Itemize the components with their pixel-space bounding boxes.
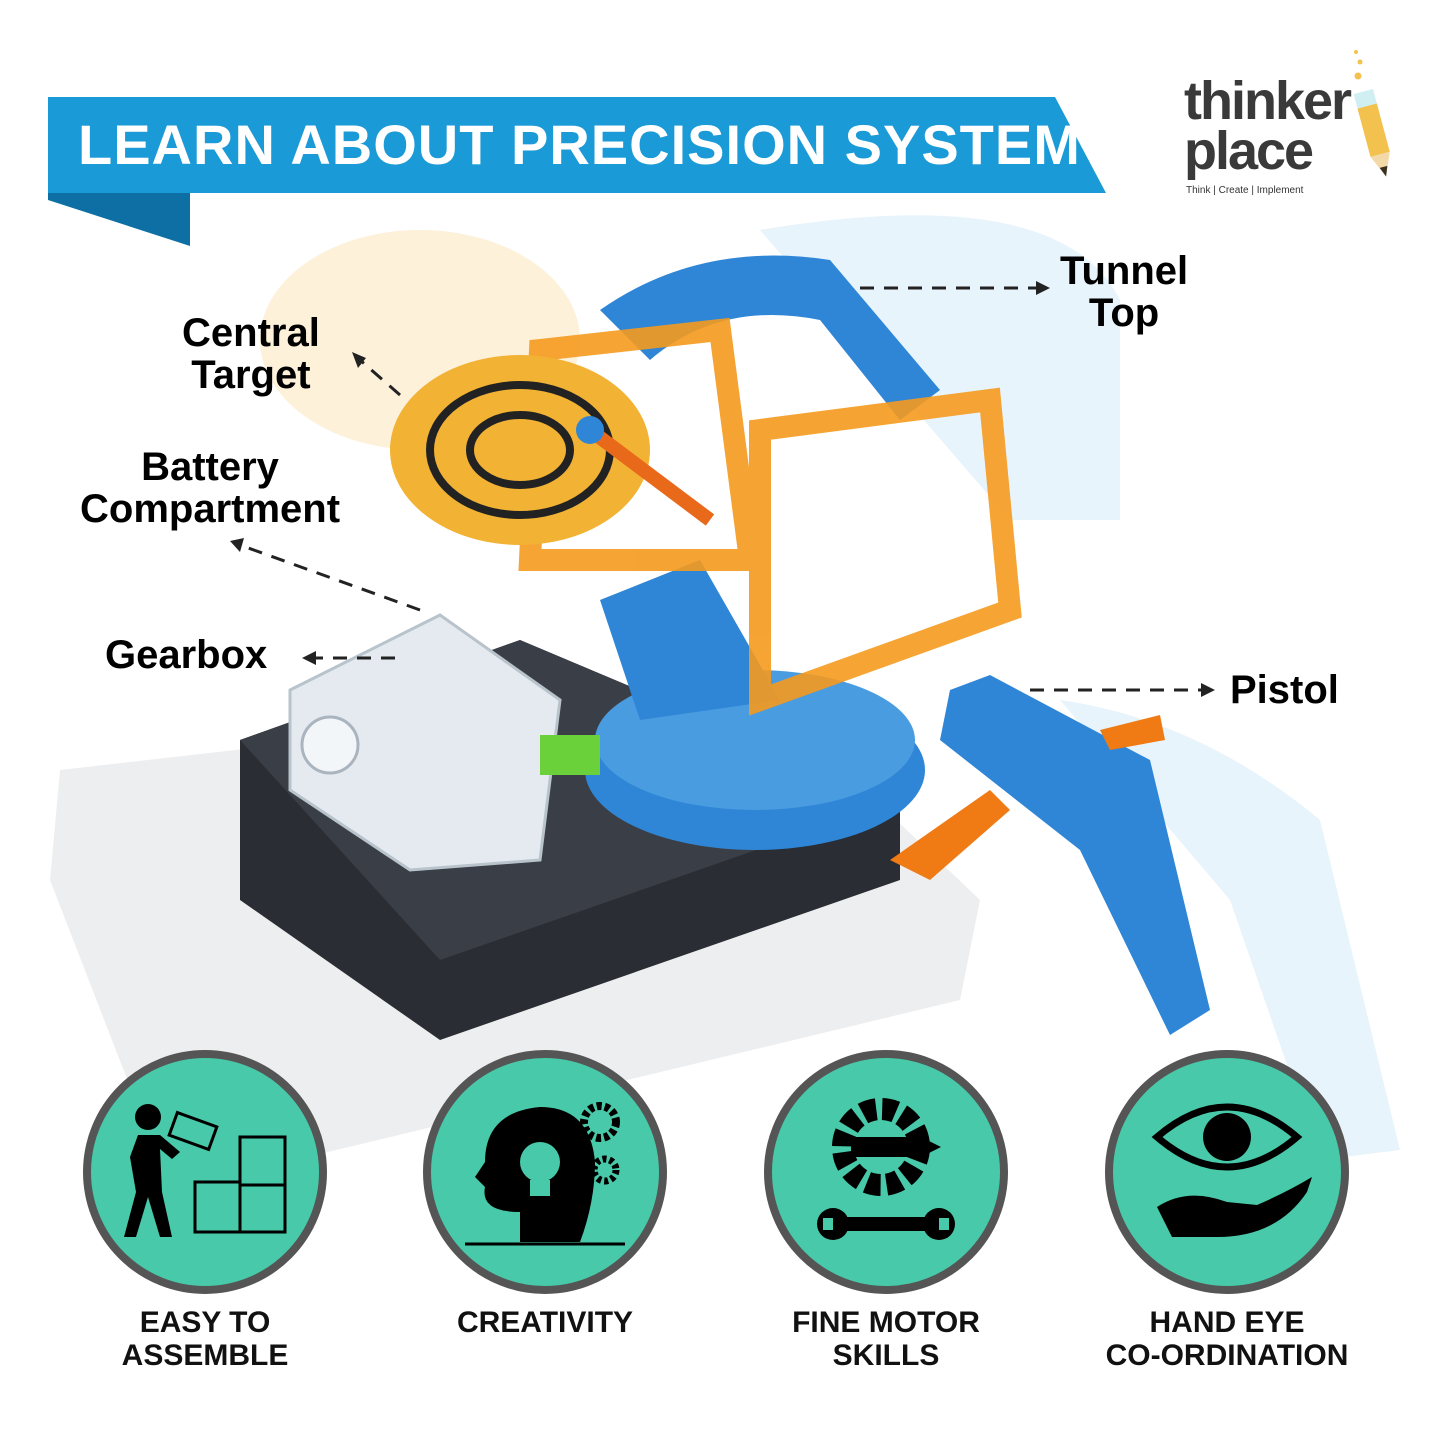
pencil-tube-icon — [1353, 50, 1390, 177]
tunnel-top — [600, 255, 940, 420]
feature-label: ASSEMBLE — [121, 1339, 289, 1372]
callout-pistol: Pistol — [1230, 668, 1339, 712]
callout-line: Compartment — [80, 487, 341, 531]
head-lightbulb-gears-icon — [465, 1102, 625, 1246]
feature-label: CREATIVITY — [456, 1306, 634, 1339]
thinker-place-logo: thinker place Think | Create | Implement — [1180, 50, 1410, 210]
feature-label: FINE MOTOR — [792, 1306, 980, 1339]
logo-word-place: place — [1184, 121, 1314, 181]
feature-badge — [83, 1050, 327, 1294]
banner-title: LEARN ABOUT PRECISION SYSTEM — [78, 113, 1081, 176]
callout-line: Battery — [141, 445, 279, 489]
logo-tagline: Think | Create | Implement — [1186, 185, 1304, 196]
pistol — [890, 675, 1210, 1035]
callout-line: Top — [1088, 291, 1160, 335]
callout-tunnel-top: Tunnel Top — [1060, 250, 1188, 334]
feature-creativity: CREATIVITY — [420, 1050, 670, 1339]
callout-lines — [239, 286, 1205, 692]
feature-label: HAND EYE — [1149, 1306, 1305, 1339]
green-gear — [540, 735, 600, 775]
battery-gearbox — [288, 613, 600, 872]
feature-label: SKILLS — [832, 1339, 940, 1372]
central-target — [390, 355, 715, 545]
feature-badge — [423, 1050, 667, 1294]
callout-central-target: Central Target — [182, 312, 320, 396]
feature-label: EASY TO — [139, 1306, 271, 1339]
feature-badge — [1105, 1050, 1349, 1294]
callout-battery-compartment: Battery Compartment — [80, 446, 340, 530]
gear-pencil-wrench-icon — [817, 1098, 955, 1240]
feature-label: CO-ORDINATION — [1105, 1339, 1349, 1372]
eye-hand-icon — [1151, 1103, 1312, 1237]
callout-line: Tunnel — [1060, 249, 1189, 293]
callout-line: Central — [182, 311, 320, 355]
title-banner — [48, 97, 1106, 246]
callout-gearbox: Gearbox — [105, 633, 268, 677]
feature-badge — [764, 1050, 1008, 1294]
logo-word-thinker: thinker — [1184, 71, 1352, 131]
puzzle-assemble-icon — [124, 1104, 287, 1237]
callout-arrowheads — [230, 281, 1215, 697]
callout-line: Target — [191, 353, 311, 397]
